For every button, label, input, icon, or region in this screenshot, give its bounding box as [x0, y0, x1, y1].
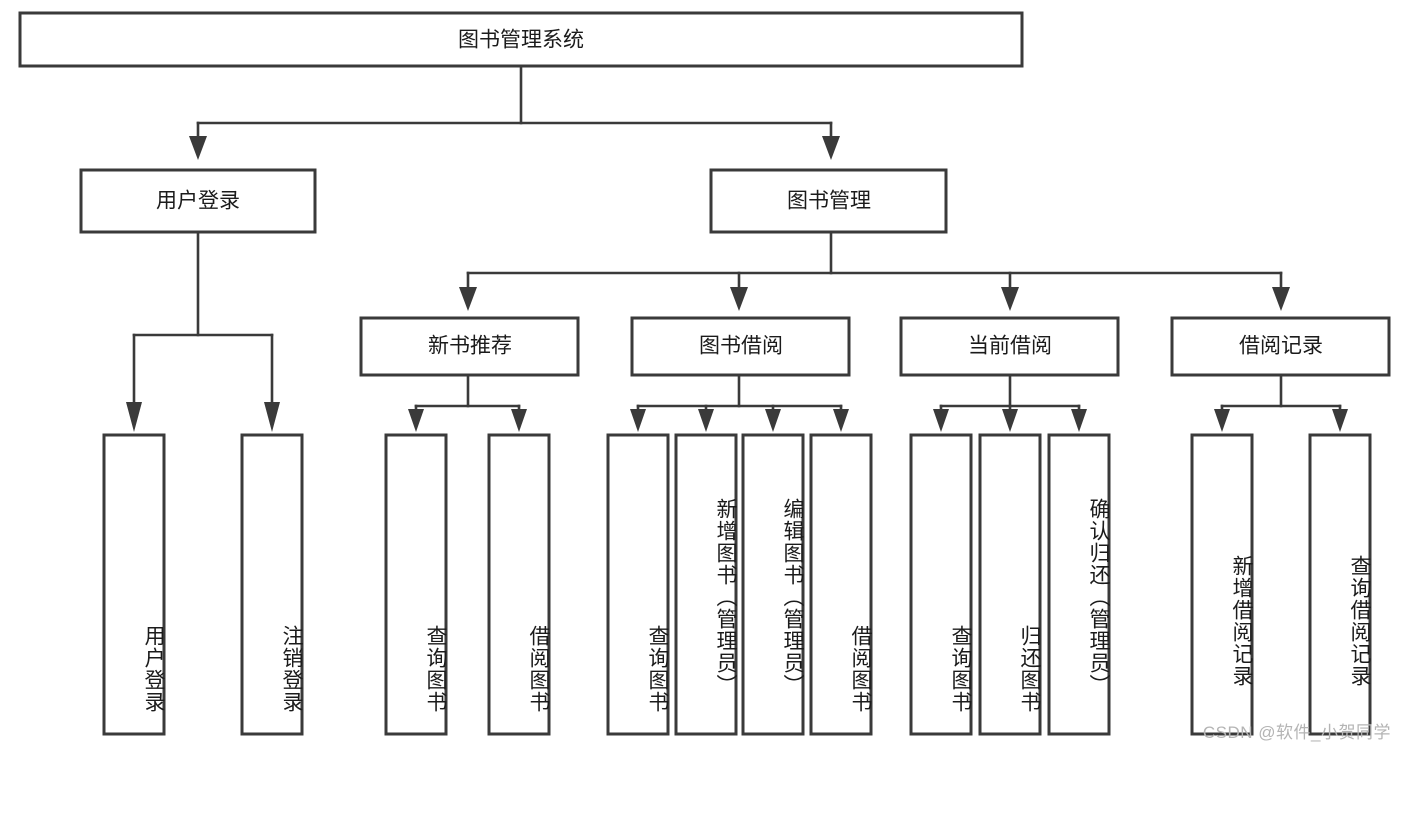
- node-leaf-query-book-3-box[interactable]: [909, 433, 973, 736]
- node-new-book-recommend[interactable]: 新书推荐: [359, 316, 580, 377]
- csdn-watermark: CSDN @软件_小贺同学: [1202, 723, 1391, 742]
- node-current-borrow-label: 当前借阅: [968, 335, 1052, 358]
- connector-group-new-book: [408, 373, 527, 432]
- node-leaf-user-logout-box[interactable]: [240, 433, 304, 736]
- arrow-to-leaf-borrow-book-1: [511, 409, 527, 432]
- arrow-to-leaf-add-book: [698, 409, 714, 432]
- arrow-to-book-manage: [822, 136, 840, 160]
- arrow-to-leaf-query-book-3: [933, 409, 949, 432]
- node-leaf-return-book-box[interactable]: [978, 433, 1042, 736]
- node-book-borrow-label: 图书借阅: [699, 335, 783, 358]
- connector-group-user-login: [126, 230, 280, 432]
- node-borrow-record[interactable]: 借阅记录: [1170, 316, 1391, 377]
- node-leaf-add-record-box[interactable]: [1190, 433, 1254, 736]
- node-book-manage-label: 图书管理: [787, 190, 871, 213]
- arrow-to-user-login: [189, 136, 207, 160]
- arrow-to-book-borrow: [730, 287, 748, 311]
- arrow-to-leaf-query-book-2: [630, 409, 646, 432]
- node-new-book-recommend-box[interactable]: [359, 316, 580, 377]
- node-borrow-record-box[interactable]: [1170, 316, 1391, 377]
- node-current-borrow-box[interactable]: [899, 316, 1120, 377]
- node-user-login-box[interactable]: [79, 168, 317, 234]
- arrow-to-leaf-return-book: [1002, 409, 1018, 432]
- leaf-boxes: [102, 433, 1372, 736]
- node-root-label: 图书管理系统: [458, 29, 584, 52]
- arrow-to-leaf-user-logout: [264, 402, 280, 432]
- connector-group-borrow-record: [1214, 373, 1348, 432]
- arrow-to-leaf-query-book-1: [408, 409, 424, 432]
- node-leaf-query-record-box[interactable]: [1308, 433, 1372, 736]
- node-leaf-query-book-2-box[interactable]: [606, 433, 670, 736]
- node-root-box[interactable]: [18, 11, 1024, 68]
- arrow-to-current-borrow: [1001, 287, 1019, 311]
- connector-group-book-borrow: [630, 373, 849, 432]
- node-borrow-record-label: 借阅记录: [1239, 335, 1323, 358]
- node-root[interactable]: 图书管理系统: [18, 11, 1024, 68]
- node-book-manage-box[interactable]: [709, 168, 948, 234]
- functional-structure-diagram: 图书管理系统 用户登录 图书管理 新书推荐 图书借阅 当前借阅 借阅记录: [18, 11, 1391, 742]
- arrow-to-leaf-query-record: [1332, 409, 1348, 432]
- connector-group-root: [189, 64, 840, 160]
- node-new-book-recommend-label: 新书推荐: [428, 335, 512, 358]
- arrow-to-leaf-edit-book: [765, 409, 781, 432]
- arrow-to-new-book-recommend: [459, 287, 477, 311]
- node-book-borrow[interactable]: 图书借阅: [630, 316, 851, 377]
- node-leaf-add-book-box[interactable]: [674, 433, 738, 736]
- arrow-to-leaf-add-record: [1214, 409, 1230, 432]
- node-book-manage[interactable]: 图书管理: [709, 168, 948, 234]
- node-user-login-label: 用户登录: [156, 190, 240, 213]
- node-leaf-query-book-1-box[interactable]: [384, 433, 448, 736]
- node-leaf-user-login-box[interactable]: [102, 433, 166, 736]
- node-book-borrow-box[interactable]: [630, 316, 851, 377]
- node-leaf-borrow-book-1-box[interactable]: [487, 433, 551, 736]
- node-current-borrow[interactable]: 当前借阅: [899, 316, 1120, 377]
- arrow-to-borrow-record: [1272, 287, 1290, 311]
- node-leaf-borrow-book-2-box[interactable]: [809, 433, 873, 736]
- diagram-canvas: 图书管理系统 用户登录 图书管理 新书推荐 图书借阅 当前借阅 借阅记录: [18, 11, 1391, 736]
- arrow-to-leaf-borrow-book-2: [833, 409, 849, 432]
- arrow-to-leaf-user-login: [126, 402, 142, 432]
- arrow-to-leaf-confirm-return: [1071, 409, 1087, 432]
- node-leaf-confirm-return-box[interactable]: [1047, 433, 1111, 736]
- connector-group-book-manage: [459, 230, 1290, 311]
- node-user-login[interactable]: 用户登录: [79, 168, 317, 234]
- connector-group-current-borrow: [933, 373, 1087, 432]
- node-leaf-edit-book-box[interactable]: [741, 433, 805, 736]
